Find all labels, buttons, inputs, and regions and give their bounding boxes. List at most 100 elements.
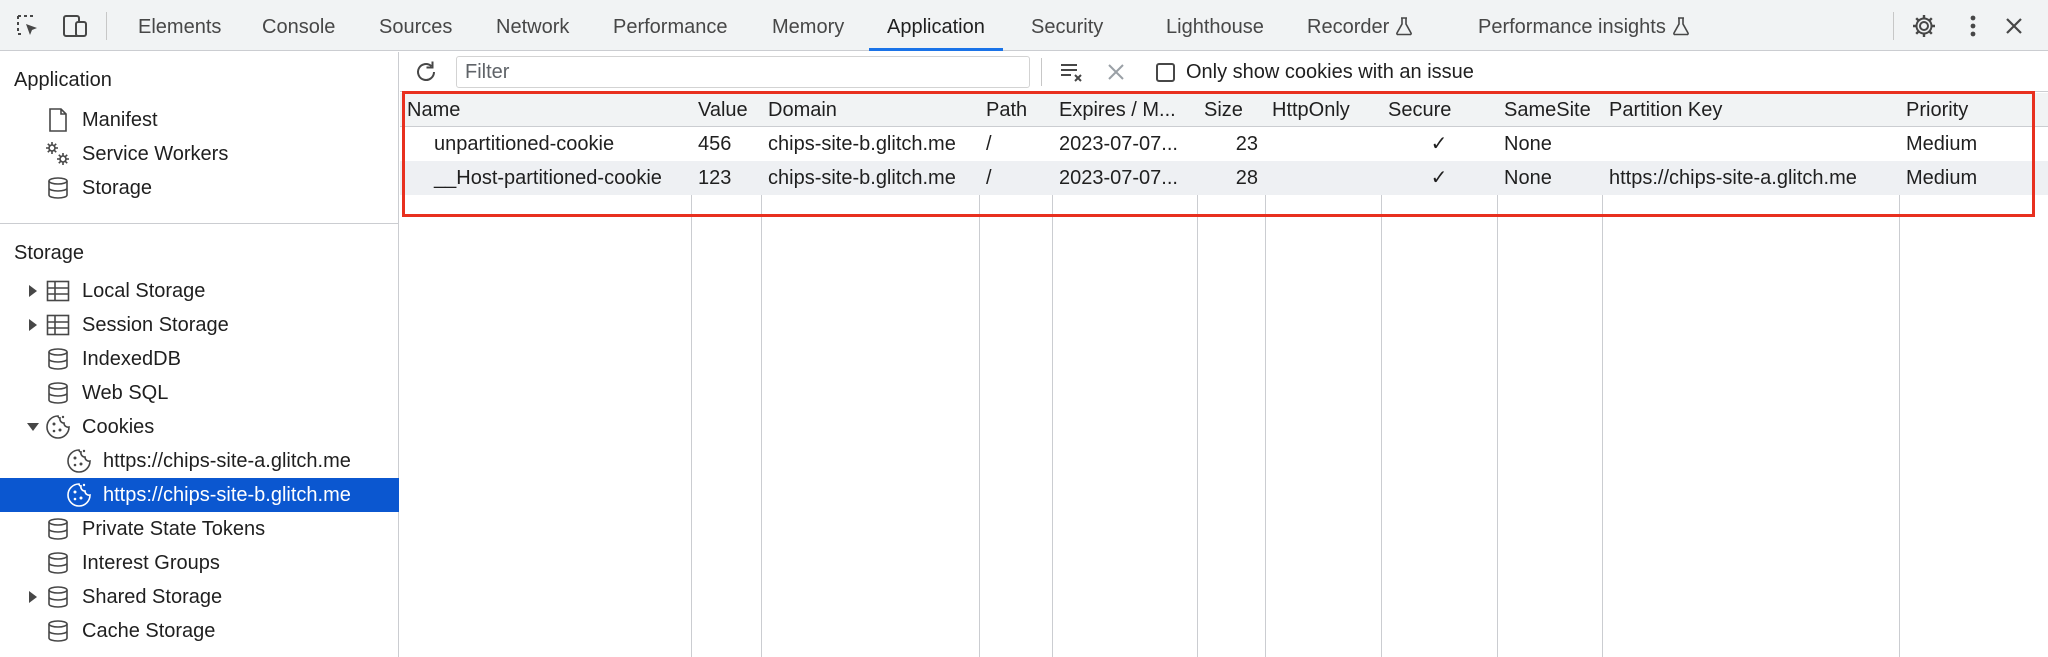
expand-arrow-icon[interactable] [26,284,40,298]
clear-all-cookies-icon[interactable] [1058,58,1086,86]
document-icon [45,107,71,133]
database-icon [45,346,71,372]
sidebar-item-label: Private State Tokens [82,517,266,540]
sidebar-item-interest-groups[interactable]: Interest Groups [0,546,399,580]
close-icon[interactable] [1999,11,2029,41]
refresh-icon[interactable] [412,58,440,86]
database-icon [45,584,71,610]
table-cell: / [986,133,992,155]
column-header[interactable]: Domain [768,99,837,121]
sidebar-item-manifest[interactable]: Manifest [0,103,399,137]
cookies-table: Name Value Domain Path Expires / M... Size Htt… [400,93,2048,657]
column-header[interactable]: Name [407,99,461,121]
tab-performance-insights[interactable]: Performance insights [1478,0,1690,51]
column-divider[interactable] [1381,93,1382,657]
tab-console[interactable]: Console [262,16,336,38]
column-header[interactable]: Size [1204,99,1243,121]
table-cell: 23 [1235,133,1258,155]
tab-elements[interactable]: Elements [138,16,222,38]
filter-input[interactable] [465,59,1015,85]
table-cell: __Host-partitioned-cookie [434,167,662,189]
table-cell: / [986,167,992,189]
database-icon [45,516,71,542]
tab-recorder[interactable]: Recorder [1307,0,1413,51]
column-header[interactable]: Partition Key [1609,99,1723,121]
devtools-tab-bar: Elements Console Sources Network Perform… [0,0,2048,51]
sidebar-item-label: Interest Groups [82,551,220,574]
table-cell: 2023-07-07... [1059,167,1178,189]
cookie-icon [45,414,71,440]
sidebar-item-label: Manifest [82,108,158,131]
expand-arrow-icon[interactable] [26,590,40,604]
tab-performance[interactable]: Performance [613,16,728,38]
column-divider[interactable] [1899,93,1900,657]
column-header[interactable]: Expires / M... [1059,99,1176,121]
sidebar-item-storage[interactable]: Storage [0,171,399,205]
table-cell: ✓ [1430,133,1448,155]
expand-arrow-icon[interactable] [26,318,40,332]
sidebar-item-label: https://chips-site-b.glitch.me [103,483,351,506]
column-header[interactable]: Priority [1906,99,1969,121]
column-header[interactable]: Path [986,99,1028,121]
sidebar-item-private-state-tokens[interactable]: Private State Tokens [0,512,399,546]
gears-icon [45,141,71,167]
tab-network[interactable]: Network [496,16,570,38]
only-issues-label: Only show cookies with an issue [1186,61,1474,83]
table-header-row[interactable]: Name Value Domain Path Expires / M... Size Htt… [400,93,2048,127]
sidebar-item-cookie-origin-b[interactable]: https://chips-site-b.glitch.me [0,478,399,512]
device-toolbar-icon[interactable] [60,11,90,41]
column-divider[interactable] [1497,93,1498,657]
table-cell: ✓ [1430,167,1448,189]
sidebar-item-cache-storage[interactable]: Cache Storage [0,614,399,648]
column-divider[interactable] [691,93,692,657]
database-icon [45,618,71,644]
sidebar-item-local-storage[interactable]: Local Storage [0,274,399,308]
sidebar-item-label: IndexedDB [82,347,181,370]
column-header[interactable]: SameSite [1504,99,1591,121]
database-icon [45,380,71,406]
sidebar-item-cookies[interactable]: Cookies [0,410,399,444]
column-divider[interactable] [761,93,762,657]
delete-selected-icon[interactable] [1104,60,1128,84]
table-cell [1602,127,1899,161]
sidebar-item-web-sql[interactable]: Web SQL [0,376,399,410]
column-header[interactable]: Value [698,99,748,121]
sidebar-item-cookie-origin-a[interactable]: https://chips-site-a.glitch.me [0,444,399,478]
table-cell: chips-site-b.glitch.me [768,133,956,155]
tab-application[interactable]: Application [869,0,1003,51]
table-cell [1265,127,1381,161]
sidebar-item-shared-storage[interactable]: Shared Storage [0,580,399,614]
tab-sources[interactable]: Sources [379,16,453,38]
table-cell: unpartitioned-cookie [434,133,615,155]
inspect-element-icon[interactable] [13,11,43,41]
column-divider[interactable] [1052,93,1053,657]
sidebar-item-session-storage[interactable]: Session Storage [0,308,399,342]
tab-security[interactable]: Security [1031,16,1104,38]
table-cell [1265,161,1381,195]
only-issues-checkbox[interactable] [1156,63,1175,82]
sidebar-item-label: Cache Storage [82,619,216,642]
table-cell: None [1504,167,1552,189]
tab-memory[interactable]: Memory [772,16,845,38]
column-divider[interactable] [1197,93,1198,657]
kebab-menu-icon[interactable] [1958,11,1988,41]
tab-lighthouse[interactable]: Lighthouse [1166,16,1264,38]
sidebar-item-label: Cookies [82,415,155,438]
gear-icon[interactable] [1909,11,1939,41]
tab-recorder-label: Recorder [1307,16,1390,38]
sidebar-item-service-workers[interactable]: Service Workers [0,137,399,171]
table-cell: Medium [1906,167,1978,189]
column-divider[interactable] [979,93,980,657]
tab-performance-insights-label: Performance insights [1478,16,1666,38]
sidebar-item-label: https://chips-site-a.glitch.me [103,449,351,472]
collapse-arrow-icon[interactable] [26,420,40,434]
cookies-panel: Only show cookies with an issue Name Valu… [400,52,2048,657]
column-divider[interactable] [1602,93,1603,657]
column-divider[interactable] [1265,93,1266,657]
sidebar-item-indexeddb[interactable]: IndexedDB [0,342,399,376]
table-cell: None [1504,133,1552,155]
column-header[interactable]: Secure [1388,99,1452,121]
column-header[interactable]: HttpOnly [1272,99,1350,121]
